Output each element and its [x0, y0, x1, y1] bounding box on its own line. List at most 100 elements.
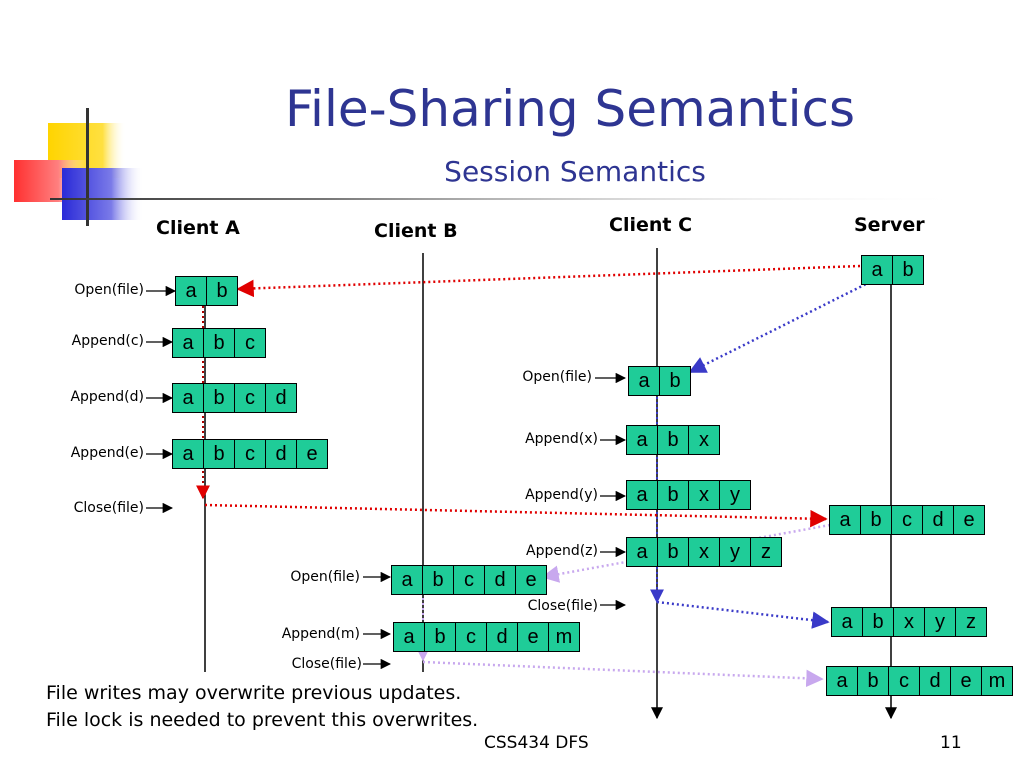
file-cell: z	[750, 537, 782, 567]
file-cell: d	[484, 565, 516, 595]
file-cell: d	[486, 622, 518, 652]
server-file-state: a b	[861, 255, 924, 285]
client-b-op-close: Close(file)	[291, 656, 362, 672]
file-cell: z	[955, 607, 987, 637]
file-cell: x	[688, 480, 720, 510]
file-cell: c	[453, 565, 485, 595]
file-cell: y	[924, 607, 956, 637]
file-cell: d	[919, 666, 951, 696]
client-b-file-state: a b c d e m	[393, 622, 580, 652]
file-cell: a	[829, 505, 861, 535]
file-cell: x	[893, 607, 925, 637]
file-cell: a	[172, 383, 204, 413]
server-file-state: a b c d e	[829, 505, 985, 535]
file-cell: b	[424, 622, 456, 652]
client-c-file-state: a b x	[626, 425, 720, 455]
client-a-op-open: Open(file)	[74, 282, 144, 298]
file-cell: b	[203, 439, 235, 469]
file-cell: a	[831, 607, 863, 637]
file-cell: m	[548, 622, 580, 652]
footer-page-number: 11	[940, 733, 962, 753]
arrow-server-to-client-a	[236, 264, 861, 298]
file-cell: b	[657, 480, 689, 510]
file-cell: b	[892, 255, 924, 285]
file-cell: b	[659, 366, 691, 396]
slide-title: File-Sharing Semantics	[284, 80, 856, 138]
arrow-client-a-close	[204, 503, 828, 528]
file-cell: y	[719, 480, 751, 510]
file-cell: e	[517, 622, 549, 652]
file-cell: x	[688, 537, 720, 567]
file-cell: c	[891, 505, 923, 535]
file-cell: b	[657, 425, 689, 455]
client-c-op-close: Close(file)	[527, 598, 598, 614]
file-cell: y	[719, 537, 751, 567]
client-a-file-state: a b c	[172, 328, 266, 358]
note-overwrite: File writes may overwrite previous updat…	[46, 682, 462, 704]
server-file-state: a b x y z	[831, 607, 987, 637]
client-a-op-close: Close(file)	[73, 500, 144, 516]
footer-course: CSS434 DFS	[484, 733, 589, 753]
client-b-op-open: Open(file)	[290, 569, 360, 585]
file-cell: b	[203, 383, 235, 413]
file-cell: b	[857, 666, 889, 696]
file-cell: d	[265, 383, 297, 413]
client-c-op-append-z: Append(z)	[526, 543, 598, 559]
file-cell: a	[626, 480, 658, 510]
file-cell: a	[826, 666, 858, 696]
client-c-file-state: a b x y z	[626, 537, 782, 567]
client-c-op-append-x: Append(x)	[525, 431, 598, 447]
client-a-file-state: a b c d e	[172, 439, 328, 469]
client-c-file-state: a b x y	[626, 480, 751, 510]
file-cell: c	[234, 328, 266, 358]
client-b-op-append-m: Append(m)	[281, 626, 360, 642]
client-c-op-open: Open(file)	[522, 369, 592, 385]
client-b-file-state: a b c d e	[391, 565, 547, 595]
arrow-client-b-close	[422, 660, 824, 688]
file-cell: c	[234, 439, 266, 469]
file-cell: x	[688, 425, 720, 455]
file-cell: b	[203, 328, 235, 358]
file-cell: c	[888, 666, 920, 696]
file-cell: b	[860, 505, 892, 535]
column-header-server: Server	[854, 214, 925, 236]
file-cell: d	[265, 439, 297, 469]
client-c-file-state: a b	[628, 366, 691, 396]
server-file-state: a b c d e m	[826, 666, 1013, 696]
client-a-op-append-d: Append(d)	[70, 389, 144, 405]
file-cell: b	[657, 537, 689, 567]
column-header-client-c: Client C	[609, 214, 693, 236]
file-cell: m	[981, 666, 1013, 696]
client-c-op-append-y: Append(y)	[525, 487, 598, 503]
file-cell: a	[628, 366, 660, 396]
client-a-file-state: a b c d	[172, 383, 297, 413]
file-cell: a	[393, 622, 425, 652]
file-cell: a	[175, 276, 207, 306]
file-cell: a	[172, 439, 204, 469]
arrow-client-c-close	[656, 600, 830, 629]
arrow-server-to-client-c	[688, 280, 871, 374]
slide-subtitle: Session Semantics	[444, 155, 706, 188]
file-cell: a	[626, 537, 658, 567]
column-header-client-a: Client A	[156, 217, 240, 239]
file-cell: c	[455, 622, 487, 652]
file-cell: a	[626, 425, 658, 455]
file-cell: e	[296, 439, 328, 469]
client-a-file-state: a b	[175, 276, 238, 306]
file-cell: d	[922, 505, 954, 535]
client-a-op-append-e: Append(e)	[70, 445, 144, 461]
file-cell: e	[515, 565, 547, 595]
file-cell: c	[234, 383, 266, 413]
file-cell: b	[422, 565, 454, 595]
file-cell: e	[950, 666, 982, 696]
file-cell: e	[953, 505, 985, 535]
note-file-lock: File lock is needed to prevent this over…	[46, 709, 479, 731]
file-cell: a	[861, 255, 893, 285]
file-cell: b	[862, 607, 894, 637]
file-cell: a	[172, 328, 204, 358]
file-cell: a	[391, 565, 423, 595]
client-a-op-append-c: Append(c)	[71, 333, 144, 349]
column-header-client-b: Client B	[374, 220, 458, 242]
file-cell: b	[206, 276, 238, 306]
